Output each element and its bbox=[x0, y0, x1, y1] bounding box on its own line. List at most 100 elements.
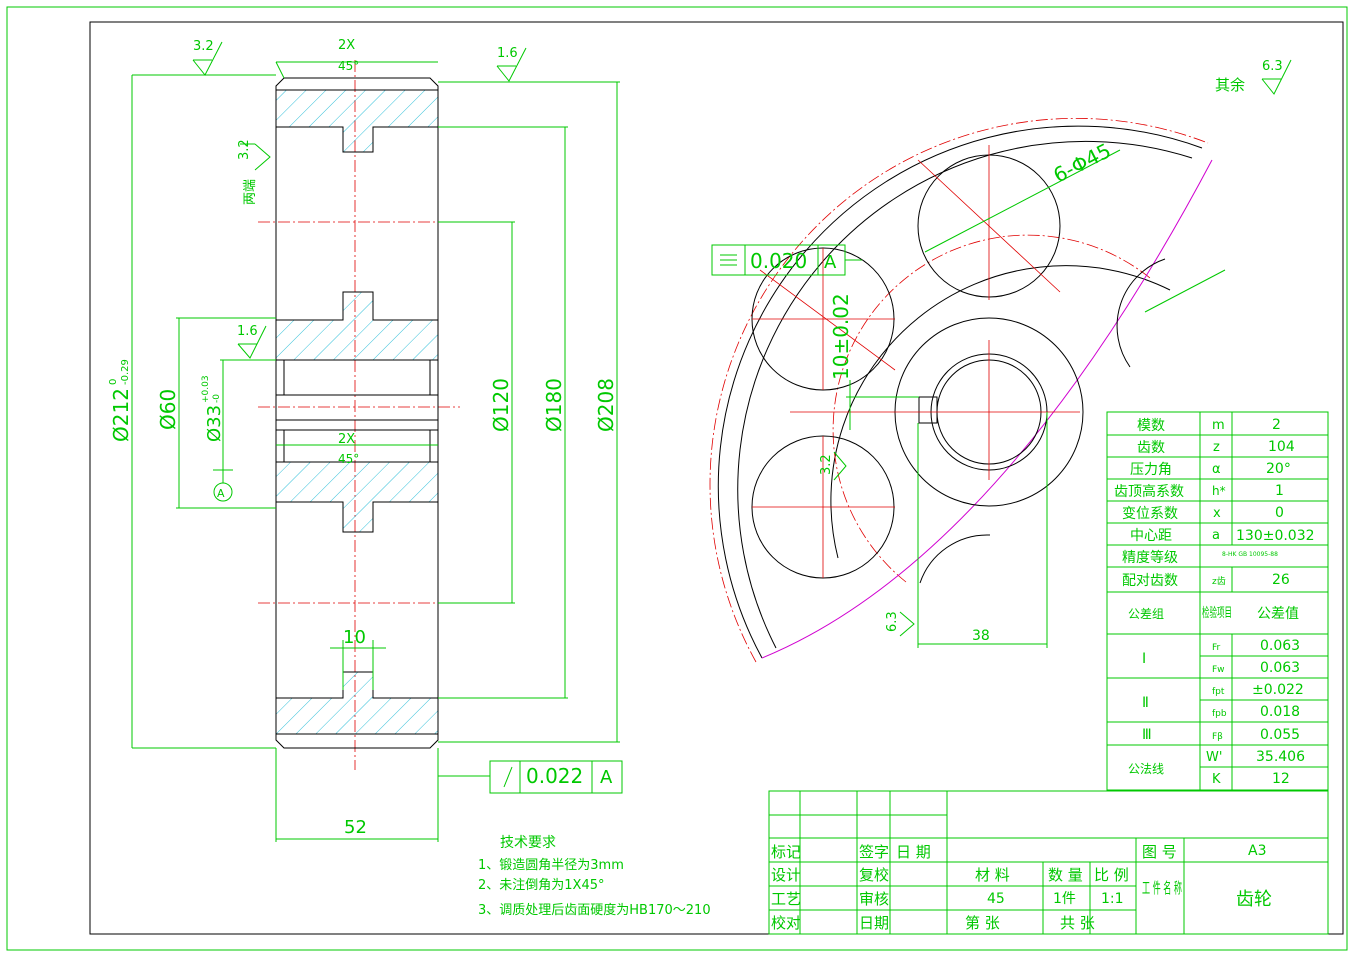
param-name: 齿顶高系数 bbox=[1114, 483, 1184, 500]
keyway-dim: 10±0.02 bbox=[829, 293, 853, 380]
param-symbol: h* bbox=[1212, 484, 1226, 498]
tb-review: 审核 bbox=[859, 890, 889, 908]
keyway bbox=[918, 396, 938, 424]
param-value: 2 bbox=[1272, 417, 1281, 433]
tb-mark: 标记 bbox=[771, 843, 801, 861]
tolerance-value: 0.055 bbox=[1260, 727, 1300, 743]
front-view bbox=[709, 118, 1213, 663]
tb-sign: 签字 bbox=[859, 843, 889, 861]
tb-scale-value: 1:1 bbox=[1101, 891, 1124, 907]
tolerance-value: 0.063 bbox=[1260, 638, 1300, 654]
runout-value: 0.022 bbox=[526, 764, 583, 788]
tolerance-group: Ⅱ bbox=[1142, 695, 1149, 711]
normal-line-label: 公法线 bbox=[1128, 762, 1164, 776]
tb-proof: 校对 bbox=[771, 914, 801, 932]
outer-frame bbox=[6, 6, 1348, 951]
tb-material-label: 材 料 bbox=[975, 866, 1010, 884]
param-symbol: α bbox=[1212, 462, 1221, 477]
dim-outer-tol-lower: -0.29 bbox=[120, 359, 131, 385]
param-symbol: a bbox=[1212, 528, 1220, 543]
chamfer-top-label: 2X bbox=[338, 38, 355, 53]
param-symbol: z bbox=[1213, 440, 1220, 455]
param-name: 精度等级 bbox=[1122, 549, 1178, 566]
tolerance-group: Ⅰ bbox=[1142, 651, 1146, 667]
general-roughness-value: 6.3 bbox=[1262, 59, 1283, 74]
roughness-top-right: 1.6 bbox=[497, 46, 518, 61]
param-name: 中心距 bbox=[1130, 528, 1172, 544]
title-block-grid bbox=[768, 790, 1329, 935]
tolerance-value: 0.063 bbox=[1260, 660, 1300, 676]
param-symbol: x bbox=[1213, 506, 1221, 521]
inner-frame bbox=[89, 21, 1344, 935]
dim-bore-diameter: Ø33 bbox=[204, 405, 225, 442]
tolerance-item: Fw bbox=[1212, 665, 1225, 675]
param-name: 齿数 bbox=[1137, 440, 1165, 456]
dim-bore-tol-upper: +0.03 bbox=[201, 375, 211, 403]
front-dimensions bbox=[711, 149, 1226, 648]
dim-208: Ø208 bbox=[594, 378, 618, 432]
title-block: 标记 设计 工艺 校对 签字 日 期 复校 审核 日期 材 料 45 第 张 数… bbox=[771, 843, 1272, 932]
tolerance-item: fpt bbox=[1212, 687, 1225, 697]
dim-width: 52 bbox=[344, 817, 367, 838]
param-value: 1 bbox=[1275, 483, 1284, 499]
normal-line-symbol: K bbox=[1212, 772, 1221, 787]
param-name: 变位系数 bbox=[1122, 506, 1178, 522]
tb-date: 日 期 bbox=[896, 843, 931, 861]
tech-req-item: 2、未注倒角为1X45° bbox=[478, 878, 605, 893]
parallel-value: 0.020 bbox=[750, 249, 807, 273]
param-symbol: m bbox=[1212, 418, 1225, 433]
tb-drawing-no-label: 图 号 bbox=[1142, 843, 1177, 861]
roughness-rim: 6.3 bbox=[885, 611, 900, 632]
chamfer-top-angle: 45° bbox=[338, 59, 359, 73]
tb-check: 复校 bbox=[859, 866, 889, 884]
general-roughness-label: 其余 bbox=[1215, 76, 1245, 94]
tolerance-item: Fr bbox=[1212, 643, 1221, 653]
tb-design: 设计 bbox=[771, 866, 801, 884]
param-value: 26 bbox=[1272, 572, 1290, 588]
tolerance-item: fpb bbox=[1212, 709, 1227, 719]
dim-120: Ø120 bbox=[489, 378, 513, 432]
both-ends-label: 两端 bbox=[243, 179, 258, 205]
dim-180: Ø180 bbox=[542, 378, 566, 432]
dim-hub-diameter: Ø60 bbox=[156, 389, 180, 430]
dim-outer-tol-upper: 0 bbox=[108, 379, 119, 385]
tb-process: 工艺 bbox=[771, 890, 801, 908]
dim-outer-diameter: Ø212 bbox=[109, 388, 133, 442]
chamfer-mid-label: 2X bbox=[338, 432, 355, 447]
roughness-bore: 1.6 bbox=[237, 324, 258, 339]
normal-line-symbol: W' bbox=[1206, 750, 1222, 765]
tb-quantity-label: 数 量 bbox=[1048, 866, 1083, 884]
parallel-datum: A bbox=[824, 252, 837, 273]
tech-req-title: 技术要求 bbox=[500, 835, 556, 851]
param-name: 模数 bbox=[1137, 418, 1165, 434]
tb-total: 共 张 bbox=[1060, 914, 1095, 932]
dim-web-thickness: 10 bbox=[343, 627, 366, 648]
tolerance-value: ±0.022 bbox=[1252, 682, 1304, 698]
param-name: 配对齿数 bbox=[1122, 573, 1178, 589]
tech-req-item: 3、调质处理后齿面硬度为HB170～210 bbox=[478, 902, 711, 918]
tb-material-value: 45 bbox=[987, 891, 1005, 907]
param-value: 130±0.032 bbox=[1236, 528, 1315, 544]
param-value: 20° bbox=[1266, 461, 1291, 477]
roughness-side: 3.2 bbox=[237, 139, 252, 160]
datum-a: A bbox=[217, 487, 225, 500]
roughness-top-left: 3.2 bbox=[193, 39, 214, 54]
side-view bbox=[258, 60, 460, 770]
normal-line-value: 35.406 bbox=[1256, 749, 1305, 765]
holes-callout: 6-Φ45 bbox=[1049, 138, 1114, 187]
tb-scale-label: 比 例 bbox=[1094, 866, 1129, 884]
tb-part-name-value: 齿轮 bbox=[1236, 889, 1272, 910]
normal-line-value: 12 bbox=[1272, 771, 1290, 787]
dim-bore-tol-lower: -0 bbox=[212, 394, 222, 403]
param-symbol: z齿 bbox=[1212, 576, 1226, 587]
side-dimensions bbox=[131, 41, 1292, 842]
dim-38: 38 bbox=[972, 628, 990, 644]
tolerance-value-header: 公差值 bbox=[1257, 606, 1299, 622]
param-value: 104 bbox=[1268, 439, 1295, 455]
tb-sheet: 第 张 bbox=[965, 914, 1000, 932]
tolerance-group: Ⅲ bbox=[1142, 727, 1152, 743]
tb-quantity-value: 1件 bbox=[1053, 891, 1076, 907]
tolerance-group-header: 公差组 bbox=[1128, 607, 1164, 621]
tb-date2: 日期 bbox=[859, 914, 889, 932]
